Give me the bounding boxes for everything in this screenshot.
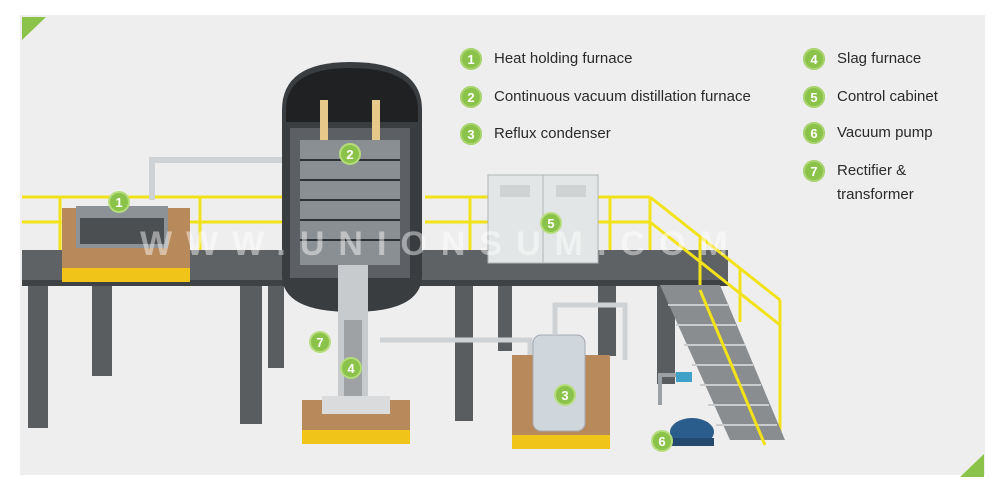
vacuum-pump [658,372,714,446]
vacuum-pipe [380,337,533,360]
slag-furnace [302,265,410,444]
marker-1: 1 [108,191,130,213]
legend-label-2: Continuous vacuum distillation furnace [494,88,751,105]
legend-item-4: 4 Slag furnace [803,48,921,71]
legend-label-3: Reflux condenser [494,125,611,142]
legend-badge-2: 2 [460,86,482,108]
legend-badge-1: 1 [460,48,482,70]
legend-label-7: Rectifier & transformer [837,162,914,203]
legend-badge-7: 7 [803,160,825,182]
legend-item-6: 6 Vacuum pump [803,122,933,145]
heat-holding-furnace [62,206,190,282]
legend-item-7: 7 Rectifier & transformer [803,160,914,207]
marker-5: 5 [540,212,562,234]
transfer-pipe [149,157,300,200]
legend-label-6: Vacuum pump [837,124,933,141]
staircase [660,285,785,446]
legend-badge-3: 3 [460,123,482,145]
legend-item-2: 2 Continuous vacuum distillation furnace [460,86,751,109]
legend-badge-5: 5 [803,86,825,108]
legend-badge-4: 4 [803,48,825,70]
legend-label-1: Heat holding furnace [494,50,633,67]
corner-triangle-bottom-right [960,454,984,477]
marker-2: 2 [339,143,361,165]
marker-3: 3 [554,384,576,406]
legend-label-5: Control cabinet [837,88,938,105]
marker-7: 7 [309,331,331,353]
legend-item-3: 3 Reflux condenser [460,123,611,146]
marker-6: 6 [651,430,673,452]
legend-label-4: Slag furnace [837,50,922,67]
legend-badge-6: 6 [803,122,825,144]
watermark: WWW.UNIONSUM.COM [140,225,742,263]
legend-item-1: 1 Heat holding furnace [460,48,632,71]
marker-4: 4 [340,357,362,379]
legend-item-5: 5 Control cabinet [803,86,938,109]
corner-triangle-top-left [22,17,46,40]
